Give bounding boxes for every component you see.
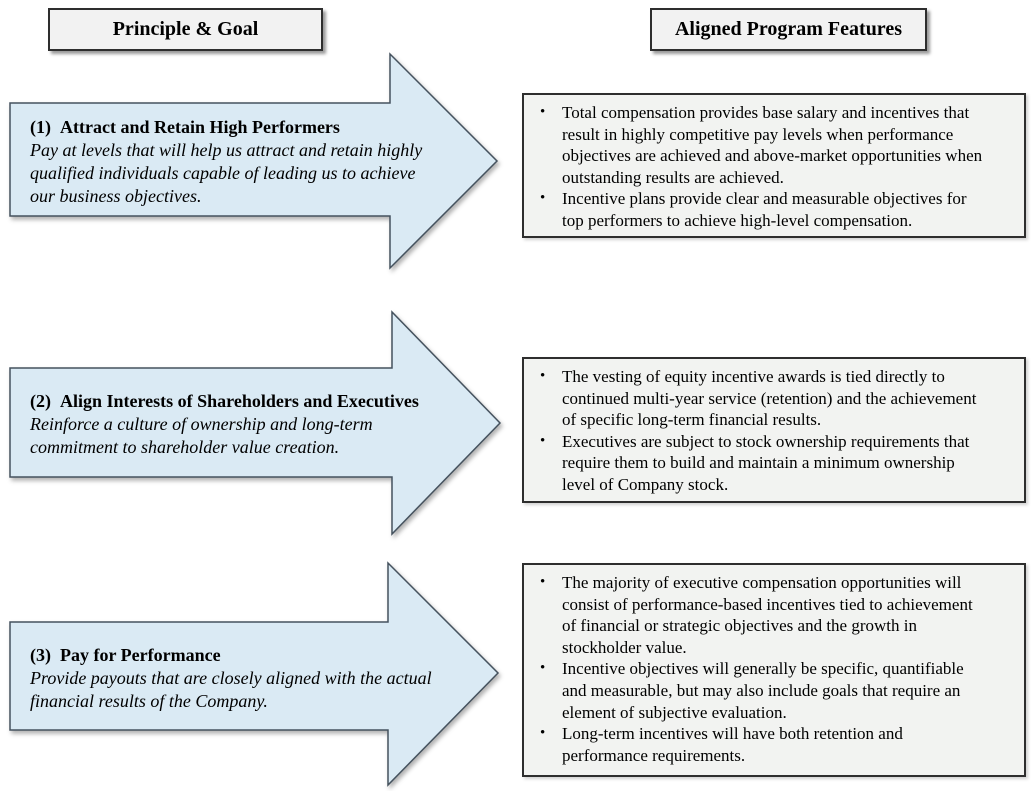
bullet-icon: • — [540, 368, 546, 384]
right-arrow-icon — [9, 310, 502, 536]
bullet-icon: • — [540, 104, 546, 120]
principle-3-title-line: (3) Pay for Performance — [30, 644, 475, 667]
feature-text: The majority of executive compensation o… — [562, 573, 973, 657]
bullet-icon: • — [540, 574, 546, 590]
feature-text: Executives are subject to stock ownershi… — [562, 431, 970, 494]
principle-goal-header-label: Principle & Goal — [112, 18, 259, 40]
aligned-program-features-header: Aligned Program Features — [650, 8, 927, 51]
list-item: • The vesting of equity incentive awards… — [540, 366, 1018, 431]
principle-3: (3) Pay for Performance Provide payouts t… — [30, 644, 475, 713]
right-arrow-shape-1 — [9, 52, 499, 270]
right-arrow-shape-3 — [9, 561, 500, 787]
list-item: • Executives are subject to stock owners… — [540, 431, 1018, 496]
principle-1-title: Attract and Retain High Performers — [60, 117, 340, 137]
list-item: • The majority of executive compensation… — [540, 572, 1018, 658]
principle-1: (1) Attract and Retain High Performers Pa… — [30, 116, 475, 208]
list-item: • Incentive plans provide clear and meas… — [540, 188, 1018, 231]
principle-1-number: (1) — [30, 117, 51, 137]
principle-2-number: (2) — [30, 391, 51, 411]
feature-text: Long-term incentives will have both rete… — [562, 724, 903, 765]
feature-text: Total compensation provides base salary … — [562, 103, 983, 187]
principle-3-goal-text: Provide payouts that are closely aligned… — [30, 668, 432, 711]
list-item: • Total compensation provides base salar… — [540, 102, 1018, 188]
bullet-icon: • — [540, 432, 546, 449]
principle-2-title: Align Interests of Shareholders and Exec… — [60, 391, 419, 411]
feature-text: Incentive plans provide clear and measur… — [562, 189, 967, 230]
features-box-2: • The vesting of equity incentive awards… — [522, 357, 1026, 503]
list-item: • Incentive objectives will generally be… — [540, 658, 1018, 723]
features-box-1: • Total compensation provides base salar… — [522, 93, 1026, 238]
principle-2: (2) Align Interests of Shareholders and E… — [30, 390, 475, 459]
feature-text: The vesting of equity incentive awards i… — [562, 367, 977, 430]
principle-2-title-line: (2) Align Interests of Shareholders and E… — [30, 390, 475, 413]
principle-3-number: (3) — [30, 645, 51, 665]
right-arrow-icon — [9, 52, 499, 270]
principle-1-title-line: (1) Attract and Retain High Performers — [30, 116, 475, 139]
right-arrow-shape-2 — [9, 310, 502, 536]
right-arrow-icon — [9, 561, 500, 787]
principle-3-title: Pay for Performance — [60, 645, 221, 665]
principle-1-goal-text: Pay at levels that will help us attract … — [30, 140, 423, 206]
feature-text: Incentive objectives will generally be s… — [562, 659, 964, 722]
bullet-icon: • — [540, 725, 546, 742]
list-item: • Long-term incentives will have both re… — [540, 723, 1018, 766]
principle-goal-header: Principle & Goal — [48, 8, 323, 51]
principle-2-goal-text: Reinforce a culture of ownership and lon… — [30, 414, 373, 457]
features-box-3: • The majority of executive compensation… — [522, 563, 1026, 777]
bullet-icon: • — [540, 190, 546, 207]
bullet-icon: • — [540, 660, 546, 677]
aligned-program-features-header-label: Aligned Program Features — [674, 18, 902, 40]
